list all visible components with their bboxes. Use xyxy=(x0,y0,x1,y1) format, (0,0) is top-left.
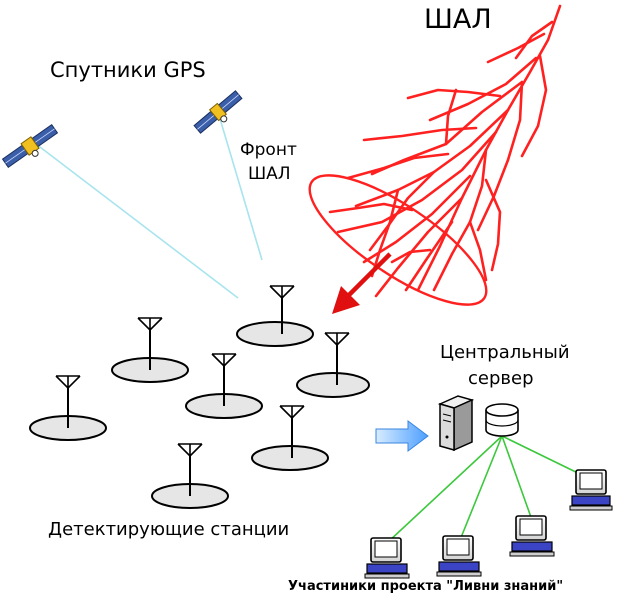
antenna-icon xyxy=(55,375,81,390)
antenna-icon xyxy=(279,405,305,420)
satellite-icon xyxy=(193,90,243,134)
station xyxy=(29,375,107,441)
shower-title: ШАЛ xyxy=(424,4,492,35)
satellites-label: Спутники GPS xyxy=(50,58,206,82)
antenna-icon xyxy=(211,353,237,368)
station xyxy=(151,443,229,509)
air-shower xyxy=(308,4,562,306)
data-flow-arrow xyxy=(375,420,429,452)
gps-link-2 xyxy=(217,111,263,261)
database-icon xyxy=(485,403,519,437)
computer-icon xyxy=(509,515,555,557)
server-icon xyxy=(437,395,475,452)
shower-front-label-line1: Фронт xyxy=(240,140,297,160)
computer-icon xyxy=(569,469,613,511)
network-lines xyxy=(387,435,585,543)
shower-direction-arrow xyxy=(332,252,392,314)
shower-core xyxy=(416,4,562,292)
antenna-icon xyxy=(269,285,295,300)
antenna-icon xyxy=(137,317,163,332)
gps-signal-lines xyxy=(35,111,263,299)
participants-label: Участиники проекта "Ливни знаний" xyxy=(288,579,564,594)
server-label-line2: сервер xyxy=(468,368,534,389)
station xyxy=(111,317,189,383)
stations-label: Детектирующие станции xyxy=(48,519,290,540)
shower-front-label-line2: ШАЛ xyxy=(248,164,291,184)
gps-link-1 xyxy=(35,143,239,299)
server-label-line1: Центральный xyxy=(440,342,570,363)
satellite-icon xyxy=(1,124,59,168)
station xyxy=(236,285,314,347)
computer-icon xyxy=(436,535,482,577)
antenna-icon xyxy=(177,443,203,458)
station xyxy=(185,353,263,419)
station xyxy=(296,332,370,398)
station xyxy=(251,405,329,471)
antenna-icon xyxy=(324,332,350,347)
computer-icon xyxy=(364,537,410,579)
